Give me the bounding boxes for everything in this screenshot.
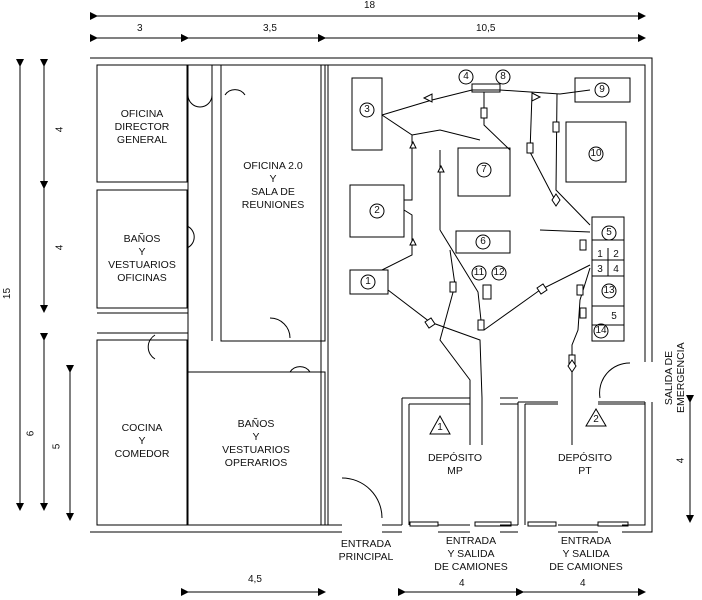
num-6: 6: [480, 236, 486, 247]
dim-left-total: 15: [2, 287, 14, 300]
outer-walls: [90, 57, 653, 533]
dim-top-b: 3,5: [263, 23, 277, 34]
machine-1: [349, 269, 389, 295]
equipment: [349, 77, 631, 342]
dim-left-d: 5: [51, 443, 63, 450]
circle-2: [369, 203, 385, 219]
dim-bottom-a: 4,5: [248, 574, 262, 585]
dim-bottom-b: 4: [459, 578, 465, 589]
station-group: [591, 216, 625, 342]
station-circles: [359, 69, 617, 339]
circle-8: [495, 69, 511, 85]
doors: [147, 89, 631, 519]
label-deposito-mp: DEPÓSITO MP: [427, 452, 483, 477]
circle-7: [476, 162, 492, 178]
label-banos-operarios: BAÑOS Y VESTUARIOS OPERARIOS: [222, 418, 290, 469]
num-12: 12: [493, 267, 505, 278]
label-entrada-principal: ENTRADA PRINCIPAL: [338, 538, 394, 563]
dock-doors: [409, 521, 629, 527]
grid-1: 1: [597, 249, 603, 260]
machine-3: [351, 77, 383, 151]
num-9: 9: [599, 84, 605, 95]
num-7: 7: [481, 164, 487, 175]
circle-3: [359, 102, 375, 118]
machine-48: [471, 83, 501, 93]
label-oficina-director: OFICINA DIRECTOR GENERAL: [114, 108, 170, 146]
circle-4: [458, 69, 474, 85]
grid-3: 3: [597, 264, 603, 275]
label-oficina-2-0: OFICINA 2.0 Y SALA DE REUNIONES: [241, 160, 305, 211]
circle-11: [471, 265, 487, 281]
label-deposito-pt: DEPÓSITO PT: [557, 452, 613, 477]
dim-top-total: 18: [364, 0, 376, 11]
machine-6: [455, 230, 511, 254]
grid-2: 2: [613, 249, 619, 260]
num-14: 14: [595, 325, 607, 336]
label-salida-emergencia: SALIDA DE EMERGENCIA: [663, 342, 687, 413]
circle-13: [601, 283, 617, 299]
post: [482, 284, 492, 300]
num-2: 2: [374, 205, 380, 216]
circle-6: [475, 234, 491, 250]
circle-1: [360, 274, 376, 290]
triangle-2: [585, 408, 607, 427]
flow-lines: [370, 89, 591, 445]
dim-right-a: 4: [675, 457, 687, 464]
machine-2: [349, 184, 405, 238]
label-cocina: COCINA Y COMEDOR: [114, 422, 170, 460]
triangle-num-1: 1: [437, 422, 443, 433]
dim-left-b: 4: [54, 244, 66, 251]
grid-5: 5: [611, 311, 617, 322]
machine-7: [457, 147, 511, 197]
dim-left-a: 4: [54, 126, 66, 133]
num-13: 13: [603, 285, 615, 296]
triangle-num-2: 2: [593, 414, 599, 425]
circle-9: [594, 82, 610, 98]
circle-10: [588, 146, 604, 162]
interior-walls: [96, 64, 645, 526]
num-8: 8: [500, 71, 506, 82]
dim-bottom-c: 4: [580, 578, 586, 589]
num-3: 3: [364, 104, 370, 115]
dim-top-c: 10,5: [476, 23, 496, 34]
label-banos-oficinas: BAÑOS Y VESTUARIOS OFICINAS: [108, 233, 176, 284]
machine-10: [565, 121, 627, 183]
dim-top-a: 3: [137, 23, 143, 34]
circle-14: [593, 323, 609, 339]
triangle-1: [429, 414, 451, 435]
flow-arrows: [409, 92, 587, 373]
label-entrada-camiones-1: ENTRADA Y SALIDA DE CAMIONES: [434, 535, 508, 573]
num-1: 1: [365, 276, 371, 287]
circle-5: [601, 225, 617, 241]
num-10: 10: [590, 148, 602, 159]
label-entrada-camiones-2: ENTRADA Y SALIDA DE CAMIONES: [549, 535, 623, 573]
num-5: 5: [606, 227, 612, 238]
num-11: 11: [473, 267, 485, 278]
num-4: 4: [463, 71, 469, 82]
grid-4: 4: [613, 264, 619, 275]
dim-left-c: 6: [25, 430, 37, 437]
circle-12: [491, 265, 507, 281]
machine-9: [574, 77, 631, 103]
